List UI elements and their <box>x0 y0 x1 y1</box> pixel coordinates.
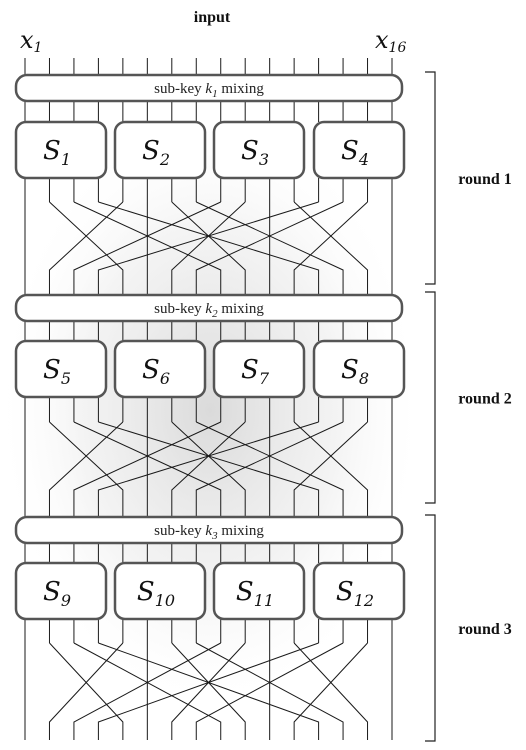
sbox-9-label: S9 <box>43 577 71 610</box>
round1-permutation-wire <box>73 201 222 288</box>
input-title: input <box>194 9 231 26</box>
sbox-11: S11 <box>212 561 306 621</box>
round1-permutation-wire <box>49 201 124 288</box>
sbox-1-frame <box>14 120 108 180</box>
sbox-12-frame <box>312 561 406 621</box>
sbox-8-frame <box>312 339 406 399</box>
round3-label: round 3 <box>458 621 512 638</box>
sbox-6: S6 <box>113 339 207 399</box>
round1-mixing-label: sub-key k1 mixing <box>154 81 264 100</box>
sbox-6-label: S6 <box>142 355 170 388</box>
round2-permutation-wire <box>195 421 344 508</box>
round1-permutation-wire <box>73 201 221 288</box>
sbox-8-label: S8 <box>341 355 369 388</box>
sbox-5-frame <box>14 339 108 399</box>
round1-permutation-wire <box>171 201 246 288</box>
sbox-5-label: S5 <box>43 355 71 388</box>
round1-brace <box>425 71 436 285</box>
round1-permutation-wire <box>293 201 368 288</box>
sbox-10-frame <box>113 561 207 621</box>
round2-mixing-box <box>14 293 404 323</box>
first-input-label: x1 <box>20 26 42 56</box>
round3-permutation-wire <box>171 642 246 740</box>
round2-mixing-label: sub-key k2 mixing <box>154 301 264 320</box>
round1-label: round 1 <box>458 171 512 188</box>
round3-permutation-wire <box>73 642 221 740</box>
round1-permutation-wire <box>48 201 124 288</box>
round1-permutation-wire <box>195 201 344 288</box>
sbox-5: S5 <box>14 339 108 399</box>
round3-brace <box>425 514 436 742</box>
round2-permutation-wire <box>49 421 124 508</box>
sbox-3-label: S3 <box>241 136 269 169</box>
round2-permutation-wire <box>171 421 246 508</box>
sbox-4-frame <box>312 120 406 180</box>
wires <box>24 58 393 740</box>
sbox-7-frame <box>212 339 306 399</box>
sbox-2-label: S2 <box>142 136 170 169</box>
round2-permutation-wire <box>48 421 124 508</box>
sbox-2: S2 <box>113 120 207 180</box>
sbox-10: S10 <box>113 561 207 621</box>
sbox-7-label: S7 <box>241 355 270 388</box>
sbox-12-label: S12 <box>336 577 374 610</box>
sbox-3-frame <box>212 120 306 180</box>
sbox-8: S8 <box>312 339 406 399</box>
sbox-9: S9 <box>14 561 108 621</box>
sbox-9-frame <box>14 561 108 621</box>
round2-permutation-wire <box>73 421 221 508</box>
round1-permutation-wire <box>97 201 319 288</box>
round1-mixing-block: sub-key k1 mixing <box>14 73 404 103</box>
round3-mixing-label: sub-key k3 mixing <box>154 523 264 542</box>
round1-permutation-wire <box>171 201 246 288</box>
sbox-2-frame <box>113 120 207 180</box>
last-input-label: x16 <box>375 26 406 56</box>
round3-mixing-block: sub-key k3 mixing <box>14 515 404 545</box>
sbox-4-label: S4 <box>341 136 369 169</box>
sbox-1-label: S1 <box>43 136 71 169</box>
sbox-12: S12 <box>312 561 406 621</box>
sbox-10-label: S10 <box>137 577 175 610</box>
round3-mixing-box <box>14 515 404 545</box>
round3-permutation-wire <box>73 642 222 740</box>
sbox-1: S1 <box>14 120 108 180</box>
round2-permutation-wire <box>293 421 369 508</box>
round3-permutation-wire <box>49 642 124 740</box>
round2-brace <box>425 291 436 504</box>
round-braces: round 1 round 2 round 3 <box>425 71 512 742</box>
round2-mixing-block: sub-key k2 mixing <box>14 293 404 323</box>
round2-label: round 2 <box>458 391 512 408</box>
round3-permutation-wire <box>171 642 246 740</box>
sbox-7: S7 <box>212 339 306 399</box>
round3-permutation-wire <box>97 642 319 740</box>
sbox-11-frame <box>212 561 306 621</box>
round2-permutation-wire <box>73 421 222 508</box>
round3-permutation-wire <box>48 642 124 740</box>
round3-permutation-wire <box>293 642 368 740</box>
round2-permutation-wire <box>171 421 246 508</box>
round2-permutation-wire <box>293 421 368 508</box>
sbox-11-label: S11 <box>236 577 274 610</box>
round3-permutation-wire <box>195 642 344 740</box>
sbox-3: S3 <box>212 120 306 180</box>
sbox-6-frame <box>113 339 207 399</box>
round1-permutation-wire <box>293 201 369 288</box>
round3-permutation-wire <box>293 642 369 740</box>
round2-permutation-wire <box>97 421 319 508</box>
sbox-4: S4 <box>312 120 406 180</box>
round1-mixing-box <box>14 73 404 103</box>
